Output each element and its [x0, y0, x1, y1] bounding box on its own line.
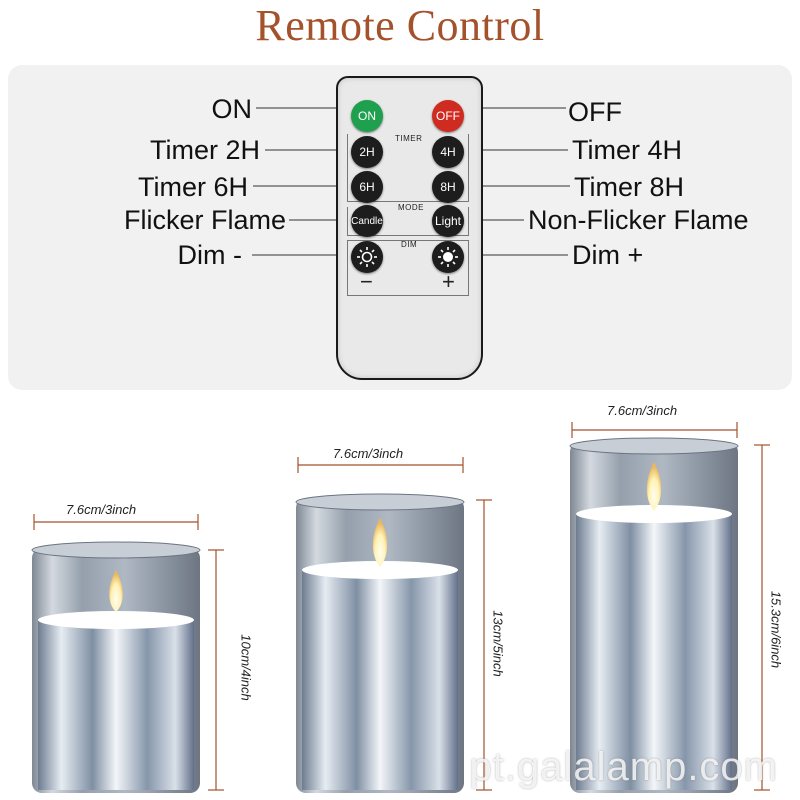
candle-2-width-label: 7.6cm/3inch: [333, 446, 404, 461]
label-flicker-flame: Flicker Flame: [123, 205, 286, 235]
off-button[interactable]: OFF: [432, 100, 464, 132]
timer-4h-button[interactable]: 4H: [432, 136, 464, 168]
label-timer-4h: Timer 4H: [572, 135, 683, 165]
candle-small: [31, 541, 201, 793]
candle-large: [569, 437, 739, 793]
dim-minus-button[interactable]: [351, 241, 383, 273]
label-timer-8h: Timer 8H: [574, 172, 685, 202]
candle-2-height-label: 13cm/5inch: [490, 610, 506, 677]
candle-1-height-label: 10cm/4inch: [238, 634, 254, 701]
sun-filled-icon: [438, 247, 458, 267]
candle-3-width-label: 7.6cm/3inch: [607, 403, 678, 418]
candles-illustration: [31, 422, 770, 793]
mode-section-label: MODE: [398, 203, 424, 212]
timer-section-label: TIMER: [395, 134, 423, 143]
label-timer-2h: Timer 2H: [149, 135, 260, 165]
candle-1-width-label: 7.6cm/3inch: [66, 502, 137, 517]
sun-outline-icon: [357, 247, 377, 267]
label-on: ON: [211, 94, 253, 124]
on-button[interactable]: ON: [351, 100, 383, 132]
dim-group: [347, 240, 469, 296]
timer-group: [347, 134, 469, 202]
dim-plus-button[interactable]: [432, 241, 464, 273]
label-dim-minus: Dim -: [177, 240, 242, 270]
label-dim-plus: Dim +: [572, 240, 644, 270]
candle-medium: [295, 493, 465, 793]
label-timer-6h: Timer 6H: [137, 172, 248, 202]
page-title: Remote Control: [255, 1, 545, 50]
candle-button[interactable]: Candle: [351, 205, 383, 237]
dim-plus-symbol: +: [442, 269, 455, 294]
dim-section-label: DIM: [401, 240, 418, 249]
label-off: OFF: [568, 97, 622, 127]
watermark: pt.galalamp.com: [469, 745, 778, 789]
light-button[interactable]: Light: [432, 205, 464, 237]
timer-2h-button[interactable]: 2H: [351, 136, 383, 168]
candle-3-height-label: 15.3cm/6inch: [768, 590, 784, 669]
dim-minus-symbol: −: [360, 269, 373, 294]
label-non-flicker-flame: Non-Flicker Flame: [528, 205, 749, 235]
mode-group: [347, 207, 469, 236]
timer-8h-button[interactable]: 8H: [432, 171, 464, 203]
timer-6h-button[interactable]: 6H: [351, 171, 383, 203]
